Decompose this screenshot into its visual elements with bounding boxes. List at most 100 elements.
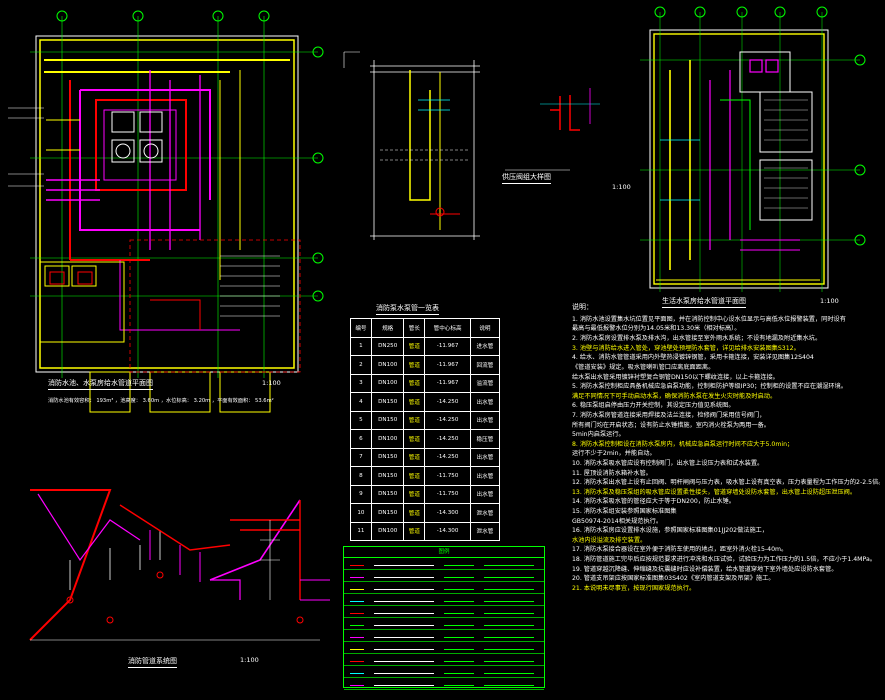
pipe-table-cell: -11.967 — [424, 355, 471, 375]
legend-row — [344, 582, 544, 594]
right-floor-plan — [640, 6, 866, 292]
pipe-table-cell: 出水管 — [469, 484, 501, 504]
pipe-table-cell: 管道 — [403, 484, 426, 504]
pipe-table-cell: 管道 — [403, 503, 426, 523]
note-line: 13. 消防水泵及稳压泵组的吸水管应设置柔性接头，管道穿墙处设防水套管，出水管上… — [572, 488, 857, 496]
system-diagram — [29, 489, 330, 641]
pipe-table-cell: DN150 — [370, 410, 405, 430]
pipe-table-cell: DN100 — [370, 373, 405, 393]
pipe-table-cell: 出水管 — [469, 410, 501, 430]
note-line: 8. 消防水泵控制柜设在消防水泵房内，机械应急启泵运行时间不应大于5.0min； — [572, 440, 794, 448]
pipe-table-cell: -11.750 — [424, 484, 471, 504]
pipe-table-cell: 管道 — [403, 392, 426, 412]
pipe-table-header-cell: 规格 — [370, 318, 405, 338]
pipe-table-cell: DN150 — [370, 466, 405, 486]
note-line: 20. 管道支吊架应按国家标准图集03S402《室内管道支架及吊架》施工。 — [572, 575, 775, 583]
note-line: 4. 给水、消防水管管道采用内外壁热浸镀锌钢管，采用卡箍连接，安装详见图集12S… — [572, 354, 814, 362]
legend-row — [344, 570, 544, 582]
pipe-table-cell: DN250 — [370, 336, 405, 356]
pipe-table-cell: -14.300 — [424, 521, 471, 541]
pipe-table-cell: 泄水管 — [469, 503, 501, 523]
pipe-table-cell: 出水管 — [469, 466, 501, 486]
pipe-table-cell: 11 — [350, 521, 372, 541]
legend-row — [344, 618, 544, 630]
pipe-table-cell: DN100 — [370, 429, 405, 449]
pipe-table-cell: -14.300 — [424, 503, 471, 523]
system-diagram-scale: 1:100 — [240, 656, 259, 664]
pipe-table-cell: DN150 — [370, 447, 405, 467]
note-line: 运行不少于2min，并能自动。 — [572, 450, 656, 458]
system-diagram-title: 消防管道系统图 — [128, 657, 177, 668]
legend-row — [344, 630, 544, 642]
pipe-table-header-cell: 管长 — [403, 318, 426, 338]
pipe-table-cell: 泄水管 — [469, 521, 501, 541]
legend-title: 图例 — [344, 547, 544, 558]
pipe-table-cell: -14.250 — [424, 447, 471, 467]
note-line: 10. 消防水泵吸水管应设有控制阀门，出水管上设压力表和试水装置。 — [572, 459, 764, 467]
pipe-table-cell: 管道 — [403, 410, 426, 430]
left-plan-note: 消防水池有效容积： 193m³ ，池高度： 3.60m ，水位标高： 3.20m… — [48, 398, 274, 404]
pipe-table-cell: 7 — [350, 447, 372, 467]
note-line: GB50974-2014相关规范执行。 — [572, 517, 663, 525]
pipe-table-cell: 4 — [350, 392, 372, 412]
legend-row — [344, 666, 544, 678]
left-floor-plan — [8, 10, 324, 413]
note-line: 满足不同情况下可手动启动水泵，确保消防水泵在发生火灾时能及时启动。 — [572, 392, 777, 400]
notes-heading: 说明： — [572, 303, 593, 311]
pipe-table-cell: DN100 — [370, 355, 405, 375]
pipe-table-cell: -14.250 — [424, 429, 471, 449]
pipe-table-cell: 5 — [350, 410, 372, 430]
pipe-table-cell: 3 — [350, 373, 372, 393]
pipe-table-cell: 1 — [350, 336, 372, 356]
legend-box: 图例 — [343, 546, 545, 690]
note-line: 2. 消防水泵房设置排水泵及排水沟，出水管接至室外雨水系统；不设有地漏及附近集水… — [572, 335, 822, 343]
pipe-table-cell: 出水管 — [469, 447, 501, 467]
pipe-table-cell: 稳压管 — [469, 429, 501, 449]
legend-row — [344, 678, 544, 690]
pipe-table-cell: 管道 — [403, 447, 426, 467]
note-line: 3. 池壁与消防给水进入管处，穿池壁处预埋防水套管，详见给排水安装图集S312。 — [572, 344, 800, 352]
legend-row — [344, 606, 544, 618]
pipe-table-cell: DN150 — [370, 484, 405, 504]
legend-row — [344, 558, 544, 570]
pipe-table-cell: 出水管 — [469, 392, 501, 412]
right-plan-scale: 1:100 — [820, 297, 839, 305]
pipe-table-cell: 6 — [350, 429, 372, 449]
pipe-table-cell: DN150 — [370, 392, 405, 412]
pipe-table-header: 编号 规格 管长 管中心标高 说明 — [350, 318, 501, 338]
pipe-table-cell: 8 — [350, 466, 372, 486]
pipe-table-cell: 管道 — [403, 355, 426, 375]
note-line: 16. 消防水泵房应设置排水设施，参照国家标准图集01JJ202做法施工， — [572, 527, 769, 535]
legend-row — [344, 642, 544, 654]
note-line: 12. 消防水泵出水管上设有止回阀、明杆闸阀与压力表，吸水管上设有真空表，压力表… — [572, 479, 880, 487]
pipe-table-cell: -11.967 — [424, 336, 471, 356]
pipe-table-cell: 管道 — [403, 336, 426, 356]
pipe-table-cell: 溢流管 — [469, 373, 501, 393]
pipe-table-cell: 进水管 — [469, 336, 501, 356]
legend-row — [344, 594, 544, 606]
legend-row — [344, 654, 544, 666]
riser-detail — [343, 51, 480, 240]
notes-lines: 1. 消防水池设置集水坑位置见平面图，并在消防控制中心设水位显示与高低水位报警装… — [572, 315, 880, 594]
note-line: 给水泵出水管采用镀锌衬塑复合钢管DN150以下螺纹连接，以上卡箍连接。 — [572, 373, 779, 381]
pipe-table-cell: -11.967 — [424, 373, 471, 393]
pipe-table-header-cell: 编号 — [350, 318, 372, 338]
note-line: 18. 消防管道施工完毕后应按规范要求进行冲洗和水压试验，试验压力为工作压力的1… — [572, 556, 876, 564]
note-line: 所有阀门均在开启状态；设有防止水锤措施，室内消火栓泵为两用一备。 — [572, 421, 770, 429]
pipe-table-cell: -11.750 — [424, 466, 471, 486]
note-line: 5min内启泵运行。 — [572, 431, 625, 439]
pipe-table-header-cell: 说明 — [469, 318, 501, 338]
note-line: 《管道安装》规定。吸水管喇叭管口应离底面距离。 — [572, 363, 715, 371]
left-plan-title: 消防水池、水泵房给水管道平面图 — [48, 379, 153, 390]
left-plan-scale: 1:100 — [262, 379, 281, 387]
right-plan-title: 生活水泵房给水管道平面图 — [662, 297, 746, 308]
pipe-table-cell: 管道 — [403, 373, 426, 393]
